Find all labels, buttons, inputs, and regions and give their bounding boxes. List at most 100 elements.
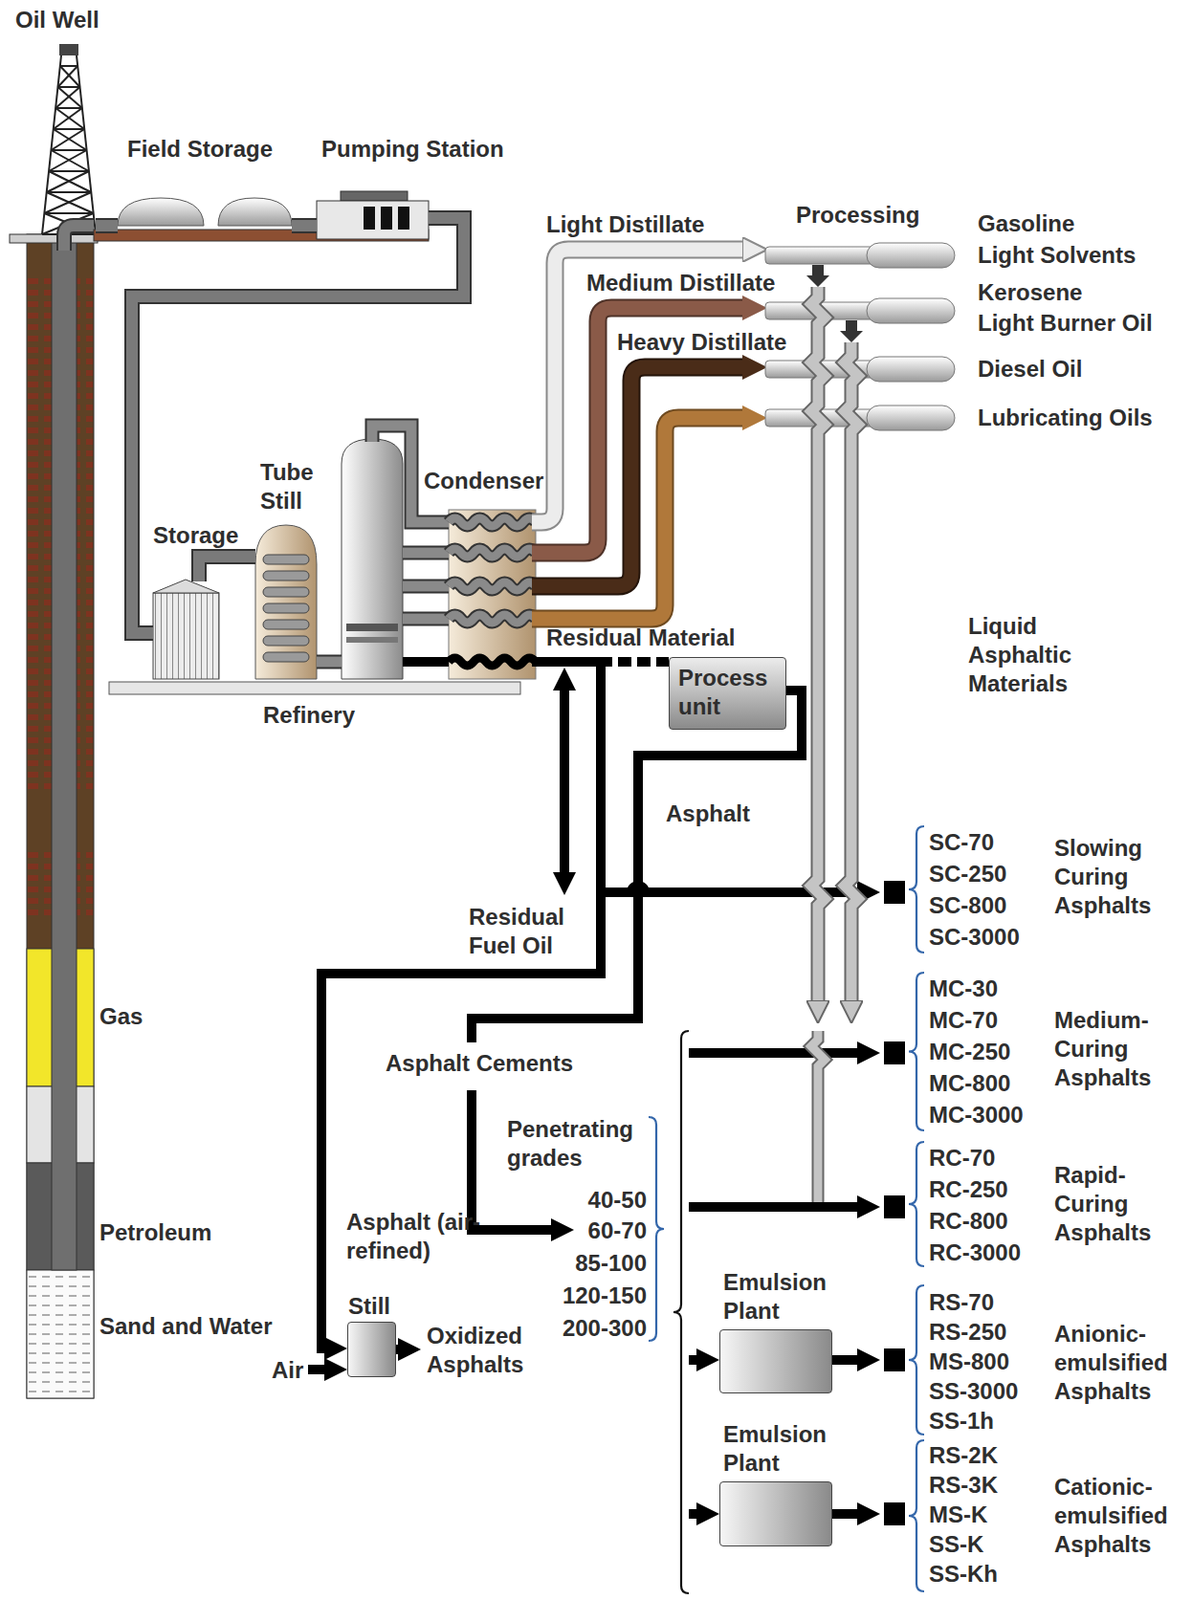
flow-label: Gas: [99, 1002, 143, 1032]
condenser-coil: [448, 518, 536, 666]
label-slot: Lubricating Oils: [977, 403, 1153, 433]
label-slot: RC-800: [928, 1207, 1009, 1237]
flow-label: Diesel Oil: [977, 354, 1082, 384]
label-slot: Processing: [795, 200, 920, 230]
label-slot: Asphalt: [665, 799, 751, 829]
coil: [263, 652, 310, 663]
flow-label: MC-70: [928, 1006, 998, 1036]
label-slot: 120-150: [560, 1281, 647, 1311]
emulsion-plant: Emulsion Plant: [719, 1329, 833, 1394]
pipe-outline: [291, 218, 317, 234]
derrick: [44, 212, 93, 215]
label-slot: Gas: [99, 1002, 143, 1032]
flow-label: RC-70: [928, 1144, 995, 1173]
flow-label: 120-150: [560, 1281, 647, 1311]
pipe-outline: [402, 579, 449, 595]
label-slot: RC-3000: [928, 1238, 1021, 1268]
pipe-outline: [448, 549, 536, 557]
pipe-outline: [844, 342, 859, 1001]
condenser-coil: [448, 549, 536, 557]
coil: [263, 619, 310, 630]
node-heading: Still: [348, 1292, 396, 1322]
label-slot: 85-100: [560, 1249, 647, 1279]
pipe-outline: [132, 218, 464, 634]
flow-label: MC-800: [928, 1069, 1011, 1099]
pipe-outline: [531, 367, 743, 587]
derrick: [46, 192, 94, 214]
refinery: [153, 579, 220, 594]
label-slot: RS-2K: [928, 1441, 998, 1471]
flow-label: SS-3000: [928, 1377, 1018, 1407]
refinery: [109, 425, 536, 695]
label-slot: RC-250: [928, 1175, 1009, 1205]
refinery: [109, 682, 521, 695]
label-slot: Light Burner Oil: [977, 309, 1153, 338]
pipe: [132, 218, 464, 634]
coil: [263, 636, 310, 646]
flow-label: RC-3000: [928, 1238, 1021, 1268]
label-slot: SC-800: [928, 891, 1007, 921]
pipe-connector: [291, 225, 317, 227]
label-slot: Light Solvents: [977, 241, 1136, 270]
derrick: [57, 87, 82, 109]
label-slot: Liquid Asphaltic Materials: [968, 612, 1103, 699]
oil-well: [51, 239, 77, 1271]
label-slot: Petroleum: [99, 1218, 212, 1248]
pipe: [291, 220, 317, 232]
product-pipe: [811, 286, 859, 1203]
processing-unit: [806, 264, 830, 287]
node-heading: Emulsion Plant: [723, 1268, 848, 1326]
label-slot: Refinery: [263, 701, 355, 730]
refinery: [341, 439, 403, 680]
asphalt-flow: [618, 657, 669, 667]
flow-label: SC-3000: [928, 923, 1020, 952]
flow-label: Gasoline: [977, 209, 1075, 239]
flow-label: 40-50: [560, 1186, 647, 1215]
condenser: Condenser: [448, 509, 536, 680]
flow-label: RC-250: [928, 1175, 1009, 1205]
flow-label: Petroleum: [99, 1218, 212, 1248]
flow-label: Slowing Curing Asphalts: [1054, 834, 1184, 921]
node-heading: Tube Still: [260, 458, 328, 516]
asphalt-flow: [832, 1355, 858, 1366]
terminal-block: [883, 1348, 906, 1372]
flow-label: MC-250: [928, 1037, 1011, 1067]
condenser-coil: [448, 518, 536, 527]
flow-label: SC-800: [928, 891, 1007, 921]
still-box: Still: [347, 1322, 397, 1378]
pipe-connector: [198, 556, 256, 582]
coil: [263, 603, 310, 614]
label-slot: Light Distillate: [546, 210, 705, 240]
flow-label: Refinery: [263, 701, 355, 730]
flow-label: MC-30: [928, 974, 998, 1004]
asphalt-flow: [471, 690, 802, 1043]
derrick: [60, 65, 78, 67]
label-slot: RC-70: [928, 1144, 995, 1173]
label-slot: Anionic- emulsified Asphalts: [1054, 1320, 1189, 1407]
label-slot: 60-70: [560, 1216, 647, 1246]
processing-unit: [866, 405, 955, 431]
processing-unit: [765, 242, 955, 431]
label-slot: Kerosene: [977, 278, 1082, 308]
label-slot: MC-70: [928, 1006, 998, 1036]
label-slot: Gasoline: [977, 209, 1075, 239]
bracket: [908, 1142, 925, 1267]
flow-label: RS-3K: [928, 1471, 998, 1501]
refinery: [316, 657, 342, 668]
flow-label: Anionic- emulsified Asphalts: [1054, 1320, 1189, 1407]
oil-well: [59, 44, 79, 56]
label-slot: Penetrating grades: [507, 1115, 646, 1173]
flow-label: Liquid Asphaltic Materials: [968, 612, 1103, 699]
derrick: [53, 128, 85, 131]
asphalt-flow: [308, 1365, 325, 1375]
derrick: [48, 150, 88, 172]
label-slot: Sand and Water: [99, 1312, 272, 1342]
label-slot: Residual Material: [546, 623, 735, 653]
flow-label: Heavy Distillate: [617, 328, 787, 357]
asphalt-flow: [559, 690, 570, 873]
flow-label: RS-250: [928, 1318, 1007, 1347]
label-slot: MC-30: [928, 974, 998, 1004]
label-slot: Residual Fuel Oil: [468, 903, 579, 961]
asphalt-flow: [308, 662, 858, 1515]
